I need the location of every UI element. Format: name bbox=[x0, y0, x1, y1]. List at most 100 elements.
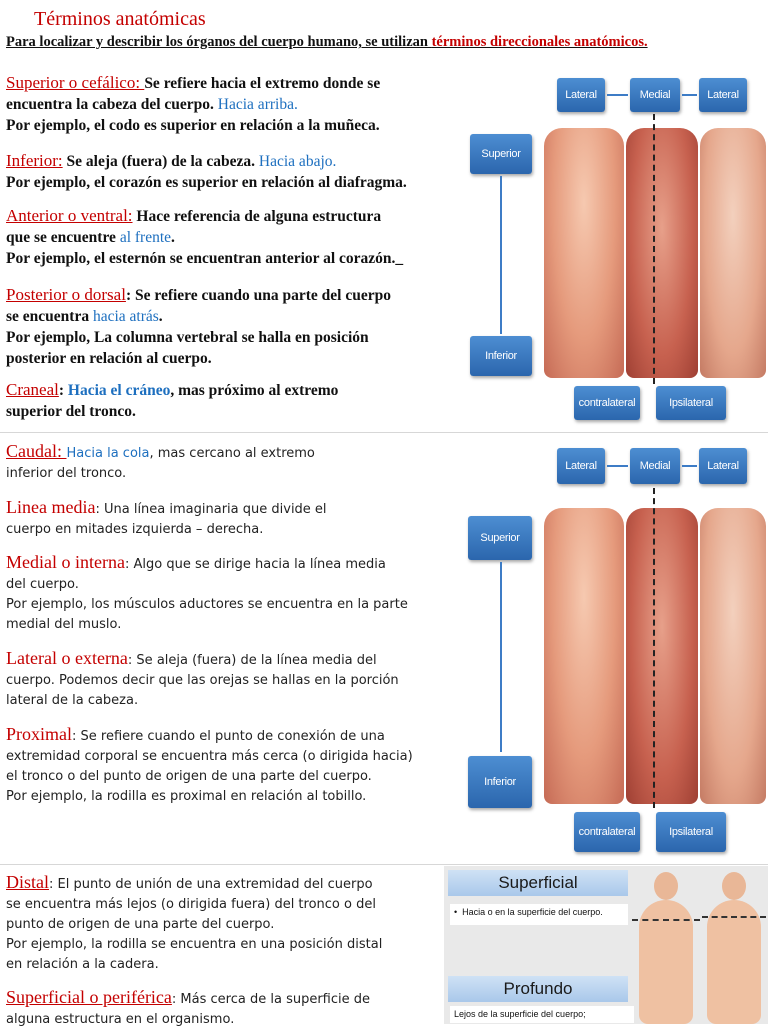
term-highlight: Hacia el cráneo bbox=[67, 382, 171, 399]
arrow-right bbox=[682, 465, 697, 467]
lateral-left-box: Lateral bbox=[557, 448, 605, 484]
term-text: , mas próximo al extremo bbox=[170, 382, 339, 399]
term-text: se encuentra bbox=[6, 308, 93, 325]
figure-head-1 bbox=[654, 872, 678, 900]
vertical-arrow bbox=[500, 562, 502, 752]
superficial-heading: Superficial bbox=[448, 870, 628, 896]
torso-organs bbox=[626, 128, 698, 378]
intro-text: Para localizar y describir los órganos d… bbox=[6, 34, 648, 51]
term-text: Hace referencia de alguna estructura bbox=[132, 208, 382, 225]
torso-skeleton bbox=[544, 508, 624, 804]
arrow-right bbox=[682, 94, 697, 96]
term-distal: Distal: El punto de unión de una extremi… bbox=[6, 872, 446, 975]
term-highlight: Hacia abajo. bbox=[258, 153, 337, 170]
bullet-icon: • bbox=[454, 907, 463, 917]
page-title: Términos anatómicas bbox=[34, 8, 206, 30]
term-text: : Una línea imaginaria que divide el bbox=[95, 502, 327, 517]
vertical-arrow bbox=[500, 176, 502, 334]
term-proximal: Proximal: Se refiere cuando el punto de … bbox=[6, 724, 451, 807]
term-title: Proximal bbox=[6, 724, 72, 744]
term-text: superior del tronco. bbox=[6, 403, 136, 420]
term-title: Craneal bbox=[6, 380, 59, 399]
term-text: : bbox=[58, 382, 68, 399]
term-text: se encuentra más lejos (o dirigida fuera… bbox=[6, 897, 376, 912]
term-highlight: hacia atrás bbox=[92, 308, 159, 325]
term-example: Por ejemplo, el corazón es superior en r… bbox=[6, 174, 407, 191]
term-example: medial del muslo. bbox=[6, 617, 122, 632]
term-text: : Se refiere cuando el punto de conexión… bbox=[72, 729, 385, 744]
term-text: : Se refiere cuando una parte del cuerpo bbox=[125, 287, 391, 304]
term-text: encuentra la cabeza del cuerpo. bbox=[6, 96, 218, 113]
superficial-bullet: • Hacia o en la superficie del cuerpo. bbox=[450, 904, 628, 925]
medial-box: Medial bbox=[630, 448, 680, 484]
term-title: Superficial o periférica bbox=[6, 987, 172, 1007]
term-text: que se encuentre bbox=[6, 229, 120, 246]
term-example: Por ejemplo, el codo es superior en rela… bbox=[6, 117, 380, 134]
term-text: el tronco o del punto de origen de una p… bbox=[6, 769, 372, 784]
term-text: : Se aleja (fuera) de la línea media del bbox=[127, 653, 377, 668]
term-inferior: Inferior: Se aleja (fuera) de la cabeza.… bbox=[6, 150, 456, 193]
ipsilateral-box: Ipsilateral bbox=[656, 812, 726, 852]
term-text: del cuerpo. bbox=[6, 577, 79, 592]
midline bbox=[653, 114, 655, 384]
term-title: Caudal: bbox=[6, 441, 67, 461]
torso-organs bbox=[626, 508, 698, 804]
term-text: extremidad corporal se encuentra más cer… bbox=[6, 749, 413, 764]
term-title: Linea media bbox=[6, 497, 96, 517]
intro-highlight: términos direccionales anatómicos. bbox=[431, 34, 648, 50]
term-highlight: Hacia la cola bbox=[66, 446, 150, 461]
term-linea-media: Linea media: Una línea imaginaria que di… bbox=[6, 497, 451, 540]
term-text: punto de origen de una parte del cuerpo. bbox=[6, 917, 275, 932]
term-text: lateral de la cabeza. bbox=[6, 693, 139, 708]
inferior-box: Inferior bbox=[468, 756, 532, 808]
term-title: Medial o interna bbox=[6, 552, 125, 572]
ipsilateral-box: Ipsilateral bbox=[656, 386, 726, 420]
term-example: Por ejemplo, la rodilla es proximal en r… bbox=[6, 789, 367, 804]
midline bbox=[653, 488, 655, 808]
term-title: Lateral o externa bbox=[6, 648, 128, 668]
lateral-right-box: Lateral bbox=[699, 448, 747, 484]
term-text: : Algo que se dirige hacia la línea medi… bbox=[124, 557, 386, 572]
arrow-left bbox=[607, 465, 628, 467]
lateral-left-box: Lateral bbox=[557, 78, 605, 112]
term-example: posterior en relación al cuerpo. bbox=[6, 350, 212, 367]
term-text: cuerpo en mitades izquierda – derecha. bbox=[6, 522, 264, 537]
term-example: Por ejemplo, los músculos aductores se e… bbox=[6, 597, 408, 612]
bullet-text: Hacia o en la superficie del cuerpo. bbox=[462, 907, 603, 917]
torso-skeleton bbox=[544, 128, 624, 378]
figure-head-2 bbox=[722, 872, 746, 900]
term-text: : El punto de unión de una extremidad de… bbox=[49, 877, 373, 892]
term-posterior: Posterior o dorsal: Se refiere cuando un… bbox=[6, 284, 456, 369]
section-divider bbox=[0, 864, 768, 865]
torso-vessels bbox=[700, 128, 766, 378]
profundo-text: Lejos de la superficie del cuerpo; bbox=[450, 1006, 634, 1023]
term-text: alguna estructura en el organismo. bbox=[6, 1012, 235, 1027]
contralateral-box: contralateral bbox=[574, 386, 640, 420]
lateral-right-box: Lateral bbox=[699, 78, 747, 112]
term-text: . bbox=[158, 308, 163, 325]
term-text: Se aleja (fuera) de la cabeza. bbox=[62, 153, 259, 170]
term-text: . bbox=[171, 229, 175, 246]
section-divider bbox=[0, 432, 768, 433]
term-title: Posterior o dorsal bbox=[6, 285, 126, 304]
superior-box: Superior bbox=[470, 134, 532, 174]
term-example: Por ejemplo, el esternón se encuentran a… bbox=[6, 250, 404, 267]
term-anterior: Anterior o ventral: Hace referencia de a… bbox=[6, 205, 456, 269]
term-title: Distal bbox=[6, 872, 49, 892]
medial-box: Medial bbox=[630, 78, 680, 112]
term-title: Inferior: bbox=[6, 151, 63, 170]
term-highlight: al frente bbox=[119, 229, 172, 246]
plane-line-2 bbox=[702, 916, 766, 918]
profundo-heading: Profundo bbox=[448, 976, 628, 1002]
term-example: Por ejemplo, la rodilla se encuentra en … bbox=[6, 937, 383, 952]
term-text: inferior del tronco. bbox=[6, 466, 127, 481]
term-example: Por ejemplo, La columna vertebral se hal… bbox=[6, 329, 369, 346]
arrow-left bbox=[607, 94, 628, 96]
figure-body-2 bbox=[707, 900, 761, 1024]
term-superficial: Superficial o periférica: Más cerca de l… bbox=[6, 987, 446, 1030]
plane-line-1 bbox=[632, 919, 700, 921]
torso-vessels bbox=[700, 508, 766, 804]
term-lateral: Lateral o externa: Se aleja (fuera) de l… bbox=[6, 648, 451, 711]
superior-box: Superior bbox=[468, 516, 532, 560]
term-title: Superior o cefálico: bbox=[6, 73, 145, 92]
